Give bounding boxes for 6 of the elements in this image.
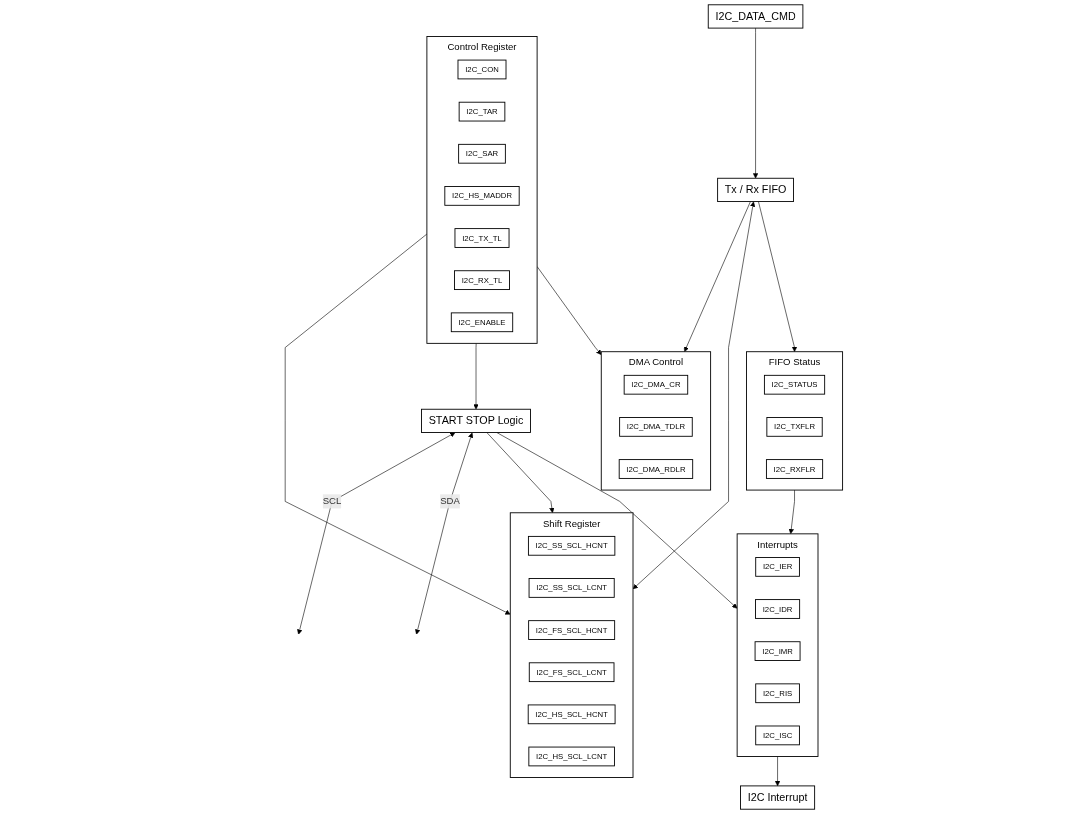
edge-label: SCL: [323, 496, 342, 507]
node-box: I2C_DATA_CMD: [708, 4, 804, 29]
node-box: I2C Interrupt: [740, 785, 816, 810]
node-box: Tx / Rx FIFO: [717, 177, 795, 202]
edge-label: SDA: [440, 496, 461, 507]
node-box: START STOP Logic: [421, 408, 532, 433]
